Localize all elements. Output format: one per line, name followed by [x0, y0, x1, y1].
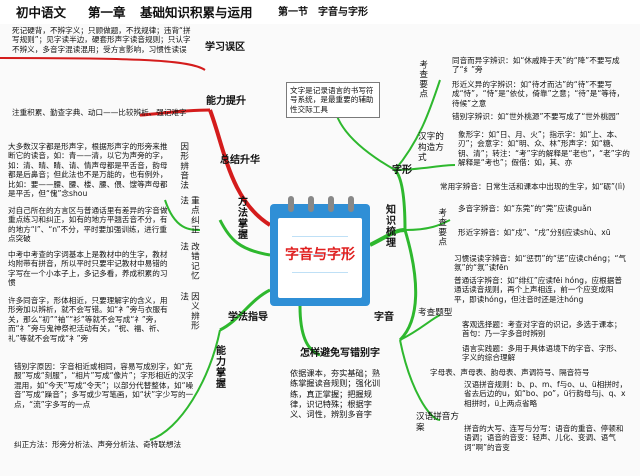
node-ability-boost: 能力提升: [206, 96, 246, 107]
standard-text: 普通话字辨音：如“绯红”应读fēi hóng，应根据普通话读音规则，再个上声相连…: [454, 276, 622, 304]
common-sense-text: 常用字辨音：日常生活和课本中出现的生字，如“砺”(lì): [440, 182, 626, 191]
center-title: 字音与字形: [285, 247, 355, 263]
section-title: 字音与字形: [318, 7, 368, 18]
link-study-guide: [219, 288, 271, 332]
polyphone-text: 多音字辨音：如“东莞”的“莞”应读guǎn: [458, 204, 592, 213]
binder-ring: [288, 196, 294, 212]
key-focus-note: 对自己所在的方言区与普通话里有差异的字音做重点练习和纠正，如有的地方平翘舌音不分…: [8, 206, 168, 244]
binder-ring: [308, 196, 314, 212]
correction-note: 纠正方法：形旁分析法、声旁分析法、奇特联想法: [14, 440, 182, 449]
node-question-types: 考查题型: [418, 308, 453, 318]
habit-error-text: 习惯误读字辨音：如“惩罚”的“惩”应读chéng；“气氛”的“氛”读fēn: [454, 254, 627, 273]
definition-box: 文字是记录语言的书写符号系统，是最重要的辅助性交际工具: [286, 82, 380, 119]
node-knowledge: 知识梳理: [383, 204, 395, 248]
link-avoid: [298, 305, 321, 357]
link-misconception: [0, 57, 206, 71]
typo-note: 错别字原因：字音相近或相同，容易写成别字，如“克服”写成“刻服”，“相片”写成“…: [14, 362, 194, 409]
mistake-text: 错别字辨识：如“世外桃源”不要写成了“世外桃园”: [452, 112, 620, 121]
link-definition: [334, 109, 396, 171]
avoid-tips: 依据课本，夯实基础；熟练掌握读音规则；强化训练，真正掌握；把握规律，识记特殊；根…: [290, 368, 381, 419]
node-ziyin: 字音: [374, 312, 394, 323]
node-study-misconceptions: 学习误区: [205, 42, 245, 53]
link-zixing: [393, 168, 407, 231]
similar-pron-text: 形近字辨音：如“戍”、“戌”分别应读shù、xū: [458, 228, 611, 237]
link-knowledge: [369, 228, 406, 247]
node-zixing: 字形: [392, 165, 412, 176]
link-ability: [149, 329, 221, 441]
chapter-title: 基础知识积累与运用: [140, 5, 253, 20]
binder-ring: [348, 196, 354, 212]
node-construction: 汉字的构造方式: [418, 132, 444, 164]
center-sheet: [278, 218, 362, 298]
section-label: 第一节: [278, 7, 308, 18]
node-study-guide: 学法指导: [228, 312, 268, 323]
node-exam-upper: 考查要点: [417, 60, 428, 99]
homophone-text: 同音而异字辨识：如“休戚降于天”的“降”不要写成了“纟”旁: [452, 56, 620, 75]
warning-text: 死记硬背，不辨字义；只顾做题，不找规律；违背“拼写规则”；见字读半边，硬套形声字…: [12, 26, 191, 54]
node-mnemonic: 改错记忆法: [178, 242, 200, 281]
binder-ring: [328, 196, 334, 212]
link-ziyin: [398, 229, 418, 342]
link-construction: [394, 164, 456, 171]
link-left-notes: [164, 199, 201, 231]
node-exam-lower: 考查要点: [436, 208, 447, 247]
pinyin-rules-text: 字母表、声母表、韵母表、声调符号、隔音符号: [430, 368, 590, 377]
link-question-types: [399, 314, 441, 341]
meaning-note: 许多同音字，形体相近，只要理解字的含义，用形旁加以辨析，就不会写错。如“衤”旁与…: [8, 296, 168, 343]
header-bar: 初中语文 第一章 基础知识积累与运用 第一节 字音与字形: [0, 0, 640, 24]
chapter-label: 第一章: [88, 5, 126, 20]
pictophonetic-note: 大多数汉字都是形声字，根据形声字的形旁来推断它的读音，如：青——清，以它为声旁的…: [8, 142, 168, 199]
choice-text: 客观选择题：考查对字音的识记，多选于课本；首句：乃一字多音时辨别: [462, 320, 622, 339]
node-summary: 总结升华: [220, 155, 260, 166]
link-method: [218, 219, 271, 257]
center-node: 字音与字形: [270, 196, 370, 306]
fill-text: 语言实践题：多用于具体语境下的字音、字形、字义的综合理解: [462, 344, 622, 363]
node-pictophonetic: 因形辨音法: [178, 142, 189, 190]
node-ability-mastery: 能力掌握: [213, 345, 225, 389]
link-pinyin: [399, 339, 441, 421]
link-boost: [139, 108, 211, 117]
node-method-mastery: 方法掌握: [235, 196, 247, 240]
node-meaning: 因义辨形法: [178, 292, 200, 331]
pinyin-detail-text: 汉语拼音规则：b、p、m、f与o、u、ü相拼时，省去后边的u，如“bo、po”，…: [464, 380, 628, 408]
link-exam-upper: [394, 79, 441, 171]
node-avoid: 怎样避免写错别字: [300, 348, 380, 359]
liushu-text: 象形字：如“日、月、火”；指示字：如“上、本、刃”；会意字：如“明、众、林”形声…: [458, 130, 630, 168]
pinyin-notes-text: 拼音的大写、连写与分写：语音的重音、停顿和语调；语音的音变：轻声、儿化、变调、语…: [464, 424, 624, 452]
node-pinyin-system: 汉语拼音方案: [416, 412, 459, 433]
node-key-focus: 重点纠正法: [178, 196, 200, 235]
course-title: 初中语文: [16, 5, 67, 20]
boost-tips: 注重积累、勤查字典、动口——比较辨析、强记难字: [12, 108, 187, 117]
link-summary: [208, 109, 272, 227]
link-exam-lower: [404, 219, 451, 231]
mnemonic-note: 中考中考查的字词基本上是教材中的生字，教材均附带有拼音，所以平时只要牢记教材中易…: [8, 250, 168, 288]
similar-form-text: 形近义异的字辨识：如“待才而沽”的“待”不要写成“恃”，“恃”是“依仗，倚靠”之…: [452, 80, 625, 108]
